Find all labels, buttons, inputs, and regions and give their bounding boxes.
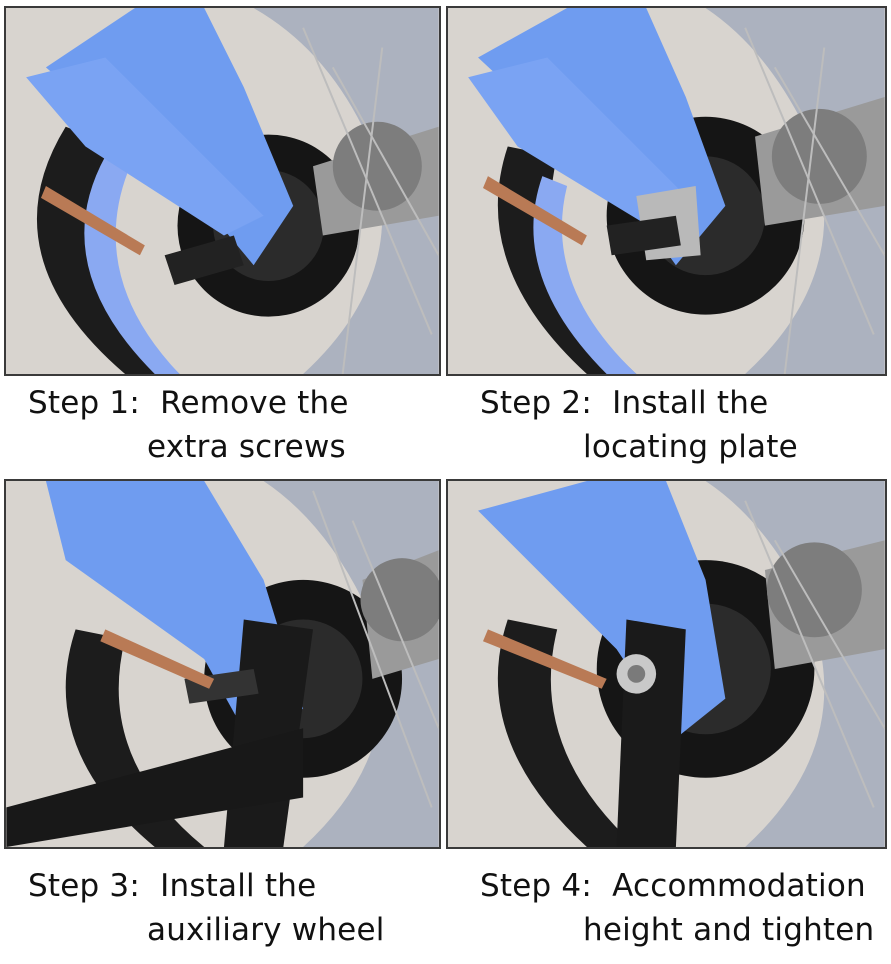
step-2-line2: locating plate: [583, 429, 798, 465]
step-3-line1: Install the: [160, 868, 317, 904]
step-3-caption: Step 3: Install the auxiliary wheel: [28, 864, 385, 952]
step-4-photo: [446, 479, 887, 849]
bike-auxiliary-wheel-illustration: [6, 481, 439, 847]
bike-tightened-wheel-illustration: [448, 481, 885, 847]
step-3-line2: auxiliary wheel: [147, 912, 385, 948]
bike-rear-hub-illustration: [6, 8, 439, 374]
step-3-label: Step 3:: [28, 868, 141, 904]
step-3-photo: [4, 479, 441, 849]
step-2-label: Step 2:: [480, 385, 593, 421]
step-4-line2: height and tighten: [583, 912, 875, 948]
step-1-caption: Step 1: Remove the extra screws: [28, 381, 349, 469]
step-2-line1: Install the: [612, 385, 769, 421]
step-1-line1: Remove the: [160, 385, 349, 421]
bike-locating-plate-illustration: [448, 8, 885, 374]
step-1-label: Step 1:: [28, 385, 141, 421]
step-2-photo: [446, 6, 887, 376]
step-1-line2: extra screws: [147, 429, 346, 465]
step-1-photo: [4, 6, 441, 376]
step-4-line1: Accommodation: [612, 868, 866, 904]
step-4-caption: Step 4: Accommodation height and tighten: [480, 864, 874, 952]
step-4-label: Step 4:: [480, 868, 593, 904]
step-2-caption: Step 2: Install the locating plate: [480, 381, 798, 469]
